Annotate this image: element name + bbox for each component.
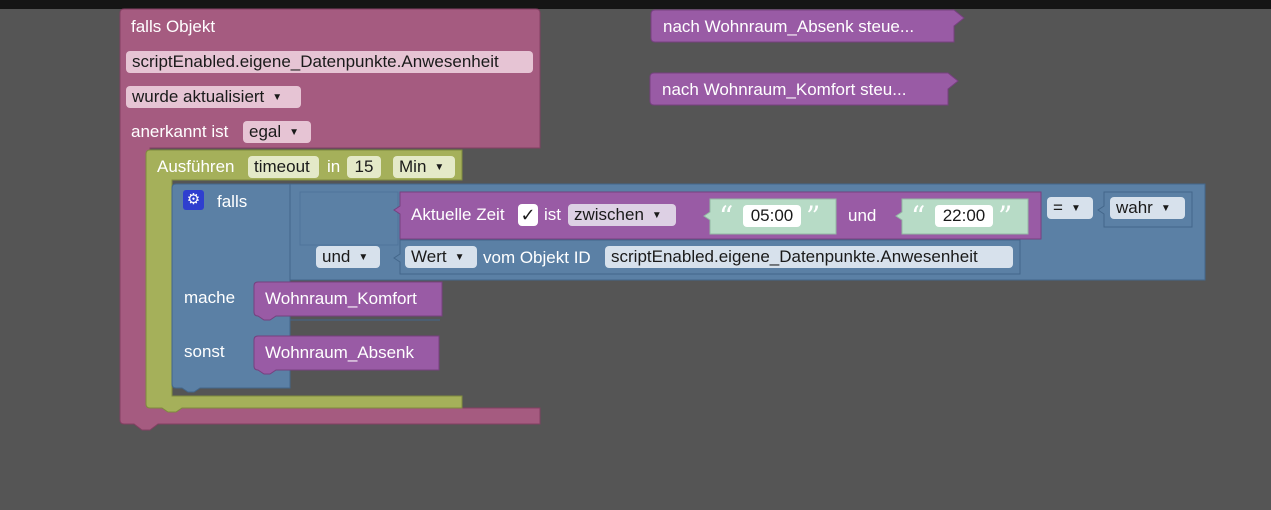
close-quote-icon: ” [806,200,821,233]
open-quote-icon: “ [911,200,926,233]
ack-label: anerkannt ist [131,122,229,141]
timeout-unit-dropdown[interactable]: Min ▼ [393,156,455,178]
event-object-id-text: scriptEnabled.eigene_Datenpunkte.Anwesen… [132,52,499,71]
workspace-top-bar [0,0,1271,9]
value-attr-text: Wert [411,247,447,266]
value-object-id-field[interactable]: scriptEnabled.eigene_Datenpunkte.Anwesen… [605,246,1013,268]
bool-dropdown[interactable]: wahr ▼ [1110,197,1185,219]
trigger-dropdown-text: wurde aktualisiert [132,87,265,106]
bool-text: wahr [1116,198,1153,217]
chevron-down-icon: ▼ [651,209,662,221]
logic-op-text: und [322,247,351,266]
chevron-down-icon: ▼ [1070,202,1081,214]
time-checkbox[interactable]: ✓ [518,204,538,226]
gear-icon[interactable]: ⚙ [183,190,204,210]
start-time-field[interactable]: 05:00 [743,205,801,227]
do-label: mache [184,288,236,307]
timeout-var-field[interactable]: timeout [248,156,319,178]
event-title: falls Objekt [131,17,216,36]
start-time-text: 05:00 [750,206,794,225]
if-label: falls [217,192,248,211]
close-quote-icon: ” [998,200,1013,233]
end-time-field[interactable]: 22:00 [935,205,993,227]
open-quote-icon: “ [719,200,734,233]
compare-op-dropdown[interactable]: =▼ [1047,197,1093,219]
event-object-id-field[interactable]: scriptEnabled.eigene_Datenpunkte.Anwesen… [126,51,533,73]
timeout-label: Ausführen [157,157,235,176]
chevron-down-icon: ▼ [289,126,300,138]
ack-dropdown[interactable]: egal ▼ [243,121,311,143]
check-icon: ✓ [520,205,536,225]
timeout-unit-text: Min [399,157,427,176]
ack-dropdown-text: egal [249,122,282,141]
trigger-dropdown[interactable]: wurde aktualisiert ▼ [126,86,301,108]
chevron-down-icon: ▼ [434,161,445,173]
timeout-amount-field[interactable]: 15 [347,156,381,178]
logic-op-dropdown[interactable]: und ▼ [316,246,380,268]
timeout-in-label: in [327,157,341,176]
end-time-text: 22:00 [942,206,986,225]
timeout-amount-text: 15 [354,157,374,176]
time-label: Aktuelle Zeit [411,205,505,224]
function-absenk-label: nach Wohnraum_Absenk steue... [663,17,915,36]
time-is-label: ist [544,205,561,224]
value-object-label: vom Objekt ID [483,248,591,267]
function-komfort-label: nach Wohnraum_Komfort steu... [662,80,907,99]
time-and-label: und [848,206,877,225]
time-mode-dropdown[interactable]: zwischen ▼ [568,204,676,226]
else-call-label: Wohnraum_Absenk [265,343,414,362]
timeout-var-text: timeout [254,157,310,176]
time-mode-text: zwischen [574,205,644,224]
chevron-down-icon: ▼ [358,251,369,263]
chevron-down-icon: ▼ [272,91,283,103]
value-attr-dropdown[interactable]: Wert ▼ [405,246,477,268]
do-call-label: Wohnraum_Komfort [265,289,417,308]
compare-op-text: = [1053,198,1063,217]
else-label: sonst [184,342,225,361]
chevron-down-icon: ▼ [454,251,465,263]
value-object-id-text: scriptEnabled.eigene_Datenpunkte.Anwesen… [611,247,978,266]
chevron-down-icon: ▼ [1160,202,1171,214]
